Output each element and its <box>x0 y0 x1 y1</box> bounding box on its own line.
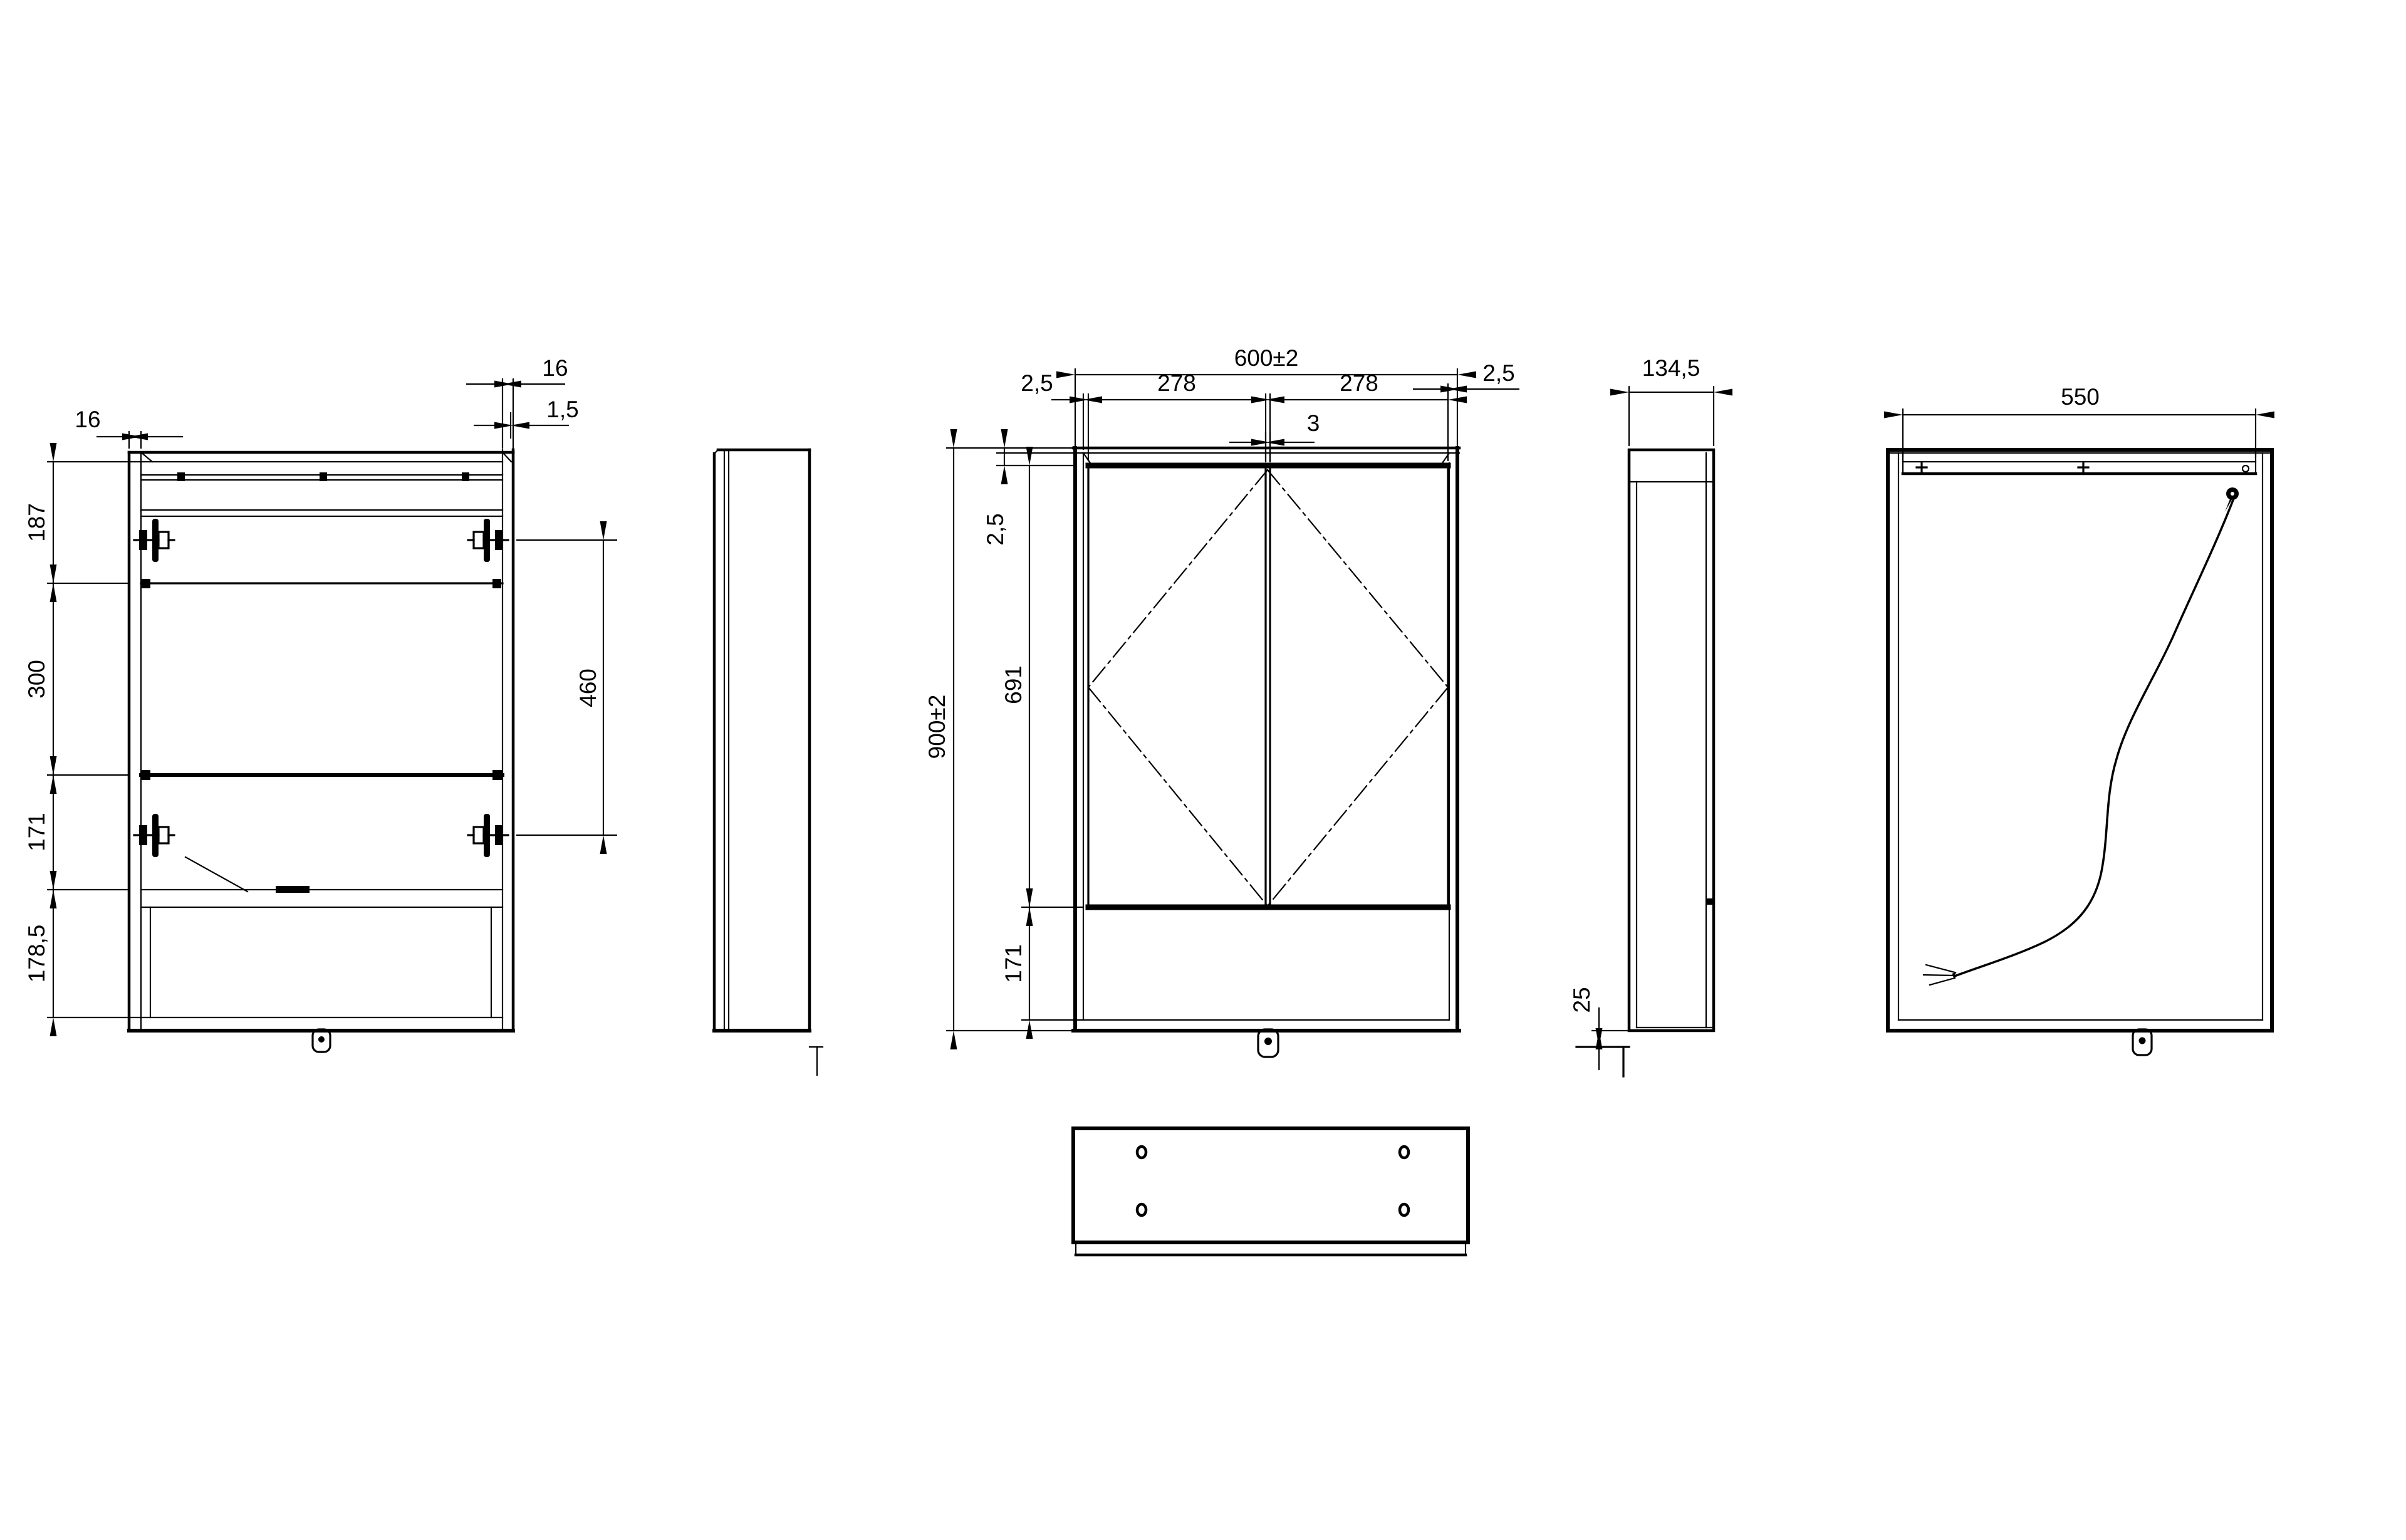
dim-label-550: 550 <box>2061 384 2100 410</box>
dim-height: 900±2 <box>924 429 1073 1049</box>
section-view: 16 187 300 171 178,5 460 <box>24 355 617 1053</box>
wall-bracket-icon <box>1575 1046 1630 1078</box>
dim-label-right-wall-16: 16 <box>542 355 568 381</box>
dim-rail-width: 550 <box>1884 384 2274 457</box>
hinge-icon <box>133 519 175 562</box>
side-view: 134,5 25 <box>1569 355 1732 1078</box>
dim-label-top-2-5: 2,5 <box>982 513 1008 545</box>
side-profile-view <box>712 448 824 1076</box>
hinge-icon <box>467 519 509 562</box>
keyhole-icon <box>311 1028 331 1053</box>
screw-hole <box>2241 464 2250 473</box>
screw-hole <box>1135 1202 1148 1217</box>
keyhole-icon <box>1257 1028 1279 1058</box>
dim-label-600: 600±2 <box>1234 345 1299 371</box>
dim-label-300: 300 <box>24 660 49 699</box>
dim-label-278-left: 278 <box>1157 370 1196 396</box>
dim-label-278-right: 278 <box>1340 370 1378 396</box>
dim-center-gap: 3 <box>1229 410 1320 462</box>
hinge-icon <box>133 814 175 857</box>
dim-label-460: 460 <box>575 669 601 707</box>
dim-right-wall: 16 1,5 <box>466 355 579 449</box>
keyhole-icon <box>2132 1028 2153 1056</box>
dim-label-171: 171 <box>24 813 49 851</box>
dim-bracket-offset: 25 <box>1569 987 1632 1070</box>
cable-line <box>184 856 249 893</box>
dim-section-chain: 187 300 171 178,5 <box>24 443 141 1036</box>
dim-label-691: 691 <box>1001 665 1026 704</box>
screw-hole <box>1398 1145 1410 1160</box>
dim-door-height: 691 171 <box>1001 447 1083 1039</box>
screw-hole <box>1135 1145 1148 1160</box>
dim-label-right-2-5: 2,5 <box>1482 360 1514 386</box>
back-view: 550 <box>1884 384 2274 1056</box>
wire-ends-icon <box>1922 964 1956 986</box>
hinge-icon <box>467 814 509 857</box>
dim-label-left-wall-16: 16 <box>75 407 100 432</box>
hanging-rail <box>1901 452 2258 476</box>
power-cable <box>1922 487 2239 986</box>
door-swing-indicator <box>1087 469 1449 907</box>
front-view: 600±2 2,5 278 278 2,5 3 <box>924 345 1519 1058</box>
dim-label-bottom-171: 171 <box>1001 944 1026 983</box>
dim-depth: 134,5 <box>1610 355 1732 446</box>
dim-label-gap-1-5: 1,5 <box>546 397 578 422</box>
dim-label-178-5: 178,5 <box>24 925 49 983</box>
screw-icon <box>1915 461 1928 474</box>
screw-hole <box>1398 1202 1410 1217</box>
dim-top-gap: 2,5 <box>982 429 1075 546</box>
clip-icon <box>320 472 327 481</box>
dim-label-187: 187 <box>24 503 49 542</box>
screw-icon <box>2077 461 2090 474</box>
dim-label-900: 900±2 <box>924 695 950 759</box>
dim-hinge-spacing: 460 <box>516 521 617 854</box>
dim-right-gap: 2,5 <box>1413 360 1519 461</box>
dim-label-3: 3 <box>1307 410 1320 436</box>
dim-left-wall: 16 <box>75 407 183 449</box>
dim-label-25: 25 <box>1569 987 1595 1012</box>
dim-doors: 278 278 2,5 <box>1021 370 1467 461</box>
bottom-view <box>1071 1126 1470 1257</box>
dim-label-134-5: 134,5 <box>1642 355 1700 381</box>
dim-label-left-2-5: 2,5 <box>1021 370 1053 396</box>
clip-icon <box>462 472 469 481</box>
dim-width: 600±2 <box>1056 345 1476 446</box>
wall-bracket-icon <box>808 1046 824 1076</box>
clip-icon <box>177 472 185 481</box>
